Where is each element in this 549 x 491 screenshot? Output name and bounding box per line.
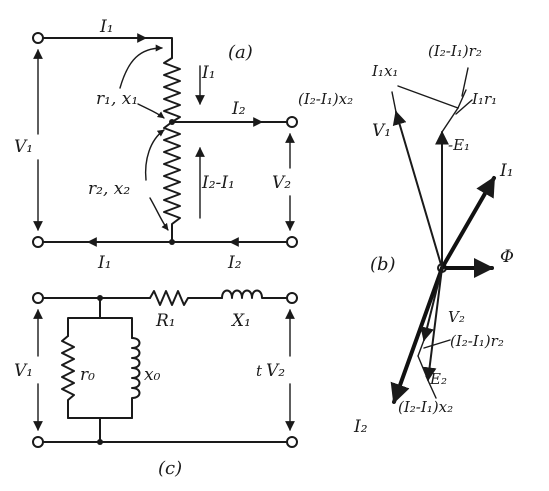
b-label-i2i1-x2-bottom: (I₂-I₁)x₂ [398, 398, 453, 416]
b-i2-phasor [390, 266, 444, 404]
c-x1-inductor [221, 289, 291, 299]
b-i2i1-x2-top-segment [391, 91, 397, 113]
a-bottom-node [169, 239, 175, 245]
c-label-v1: V₁ [14, 361, 33, 381]
a-label-r1x1: r₁, x₁ [96, 89, 138, 109]
a-caption: (a) [228, 42, 253, 63]
b-i1r1-segment [441, 107, 459, 133]
b-i1-phasor [440, 176, 496, 270]
panel-a-circuit: I₁ I₁ (a) r₁, x₁ I₂ V₁ I₂-I₁ V₂ r₂, x₂ I… [14, 17, 298, 273]
a-terminal-mid-right [286, 116, 298, 128]
b-label-i2i1-r2-top: (I₂-I₁)r₂ [428, 42, 482, 60]
c-shunt-top-right [99, 317, 133, 339]
a-r1x1-leader-bottom [137, 103, 165, 119]
b-leader-x2-bottom [425, 375, 437, 399]
a-label-i2-minus-i1: I₂-I₁ [201, 173, 235, 193]
a-top-wire [39, 37, 173, 59]
a-terminal-bottom-left [32, 236, 44, 248]
c-r1-resistor [149, 290, 223, 306]
a-label-i2-bottom: I₂ [227, 253, 242, 273]
b-leader-i1r1 [455, 99, 473, 115]
c-terminal-bottom-right [286, 436, 298, 448]
b-label-i1r1: I₁r₁ [471, 90, 497, 108]
b-label-e2: E₂ [429, 370, 447, 388]
b-label-phi: Φ [500, 247, 514, 267]
c-terminal-top-left [32, 292, 44, 304]
a-terminal-top-left [32, 32, 44, 44]
b-i2i1-r2-bottom-segment [417, 339, 425, 357]
a-r2x2-leader-top [144, 129, 165, 181]
b-label-v1: V₁ [372, 121, 391, 141]
b-label-v2: V₂ [448, 308, 465, 326]
a-r2x2-leader-bottom [149, 197, 169, 231]
a-label-i2-out: I₂ [231, 99, 246, 119]
b-label-i2i1-r2-bottom: (I₂-I₁)r₂ [450, 332, 504, 350]
c-caption: (c) [158, 458, 182, 479]
a-r1x1-leader-top [119, 44, 163, 89]
c-x0-inductor [131, 337, 141, 419]
c-label-t: t [256, 362, 263, 380]
c-terminal-top-right [286, 292, 298, 304]
c-r0-resistor [61, 335, 75, 419]
b-v1-phasor [392, 110, 443, 269]
b-leader-r2-top [461, 67, 469, 97]
c-label-r0: r₀ [80, 365, 95, 385]
b-label-i1: I₁ [499, 161, 514, 181]
b-leader-r2-bottom [423, 339, 451, 349]
b-v2-phasor [420, 267, 443, 342]
a-label-v1: V₁ [14, 137, 33, 157]
a-lower-winding [163, 121, 181, 243]
c-shunt-top [67, 297, 101, 337]
a-label-r2x2: r₂, x₂ [88, 179, 130, 199]
c-label-x0: x₀ [144, 365, 161, 385]
b-caption: (b) [370, 254, 396, 275]
c-label-v2: V₂ [266, 361, 285, 381]
c-label-x1: X₁ [230, 311, 251, 331]
a-terminal-bottom-right [286, 236, 298, 248]
a-label-i1-down: I₁ [201, 63, 216, 83]
a-label-v2: V₂ [272, 173, 291, 193]
c-label-r1: R₁ [155, 311, 176, 331]
a-label-i1-bottom: I₁ [97, 253, 112, 273]
b-label-minus-e1: -E₁ [448, 136, 470, 154]
b-e2-phasor [422, 267, 443, 382]
c-shunt-bottom [67, 417, 133, 443]
b-i1x1-segment [397, 85, 459, 109]
a-label-i1-top: I₁ [99, 17, 114, 37]
b-label-i1x1: I₁x₁ [371, 62, 398, 80]
b-label-i2: I₂ [353, 417, 368, 437]
b-label-i2i1-x2-top: (I₂-I₁)x₂ [298, 90, 353, 108]
a-upper-winding [163, 57, 181, 123]
b-i2i1-r2-top-segment [457, 89, 467, 109]
c-terminal-bottom-left [32, 436, 44, 448]
panel-b-phasor-diagram: (I₂-I₁)r₂ I₁x₁ (I₂-I₁)x₂ I₁r₁ V₁ -E₁ I₁ … [298, 42, 514, 437]
panel-c-equivalent-circuit: R₁ X₁ V₁ r₀ x₀ t V₂ (c) [14, 289, 298, 479]
